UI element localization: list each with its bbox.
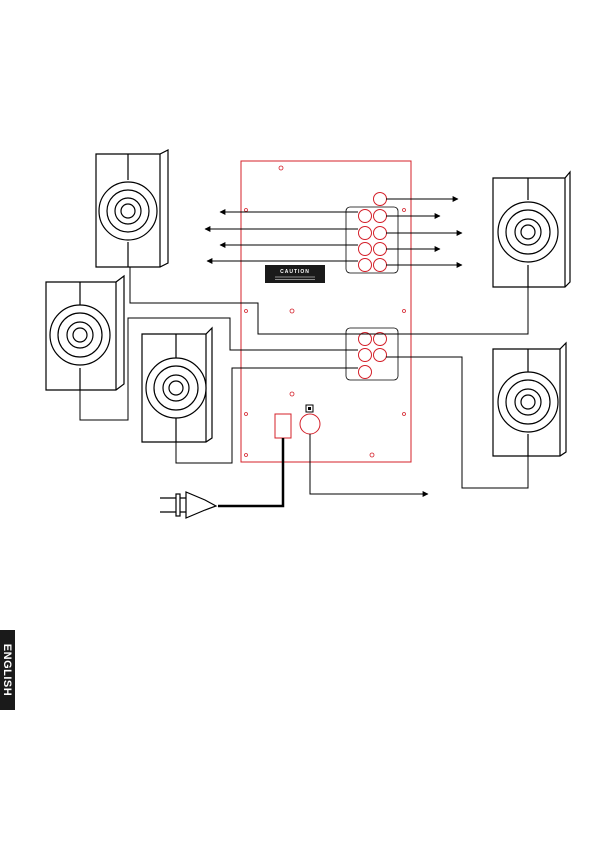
speaker-front-right xyxy=(493,172,570,287)
power-plug-icon xyxy=(160,492,216,518)
language-tab: ENGLISH xyxy=(0,630,15,710)
speaker-center xyxy=(142,328,212,442)
power-switch xyxy=(275,414,291,438)
language-tab-label: ENGLISH xyxy=(2,644,14,696)
speaker-surround-right xyxy=(493,343,566,456)
speaker-surround-left xyxy=(46,276,124,390)
caution-label-text: CAUTION xyxy=(280,269,310,275)
subwoofer-rear-panel: CAUTION xyxy=(241,161,411,462)
volume-knob xyxy=(300,414,320,434)
speaker-front-left xyxy=(96,150,168,267)
